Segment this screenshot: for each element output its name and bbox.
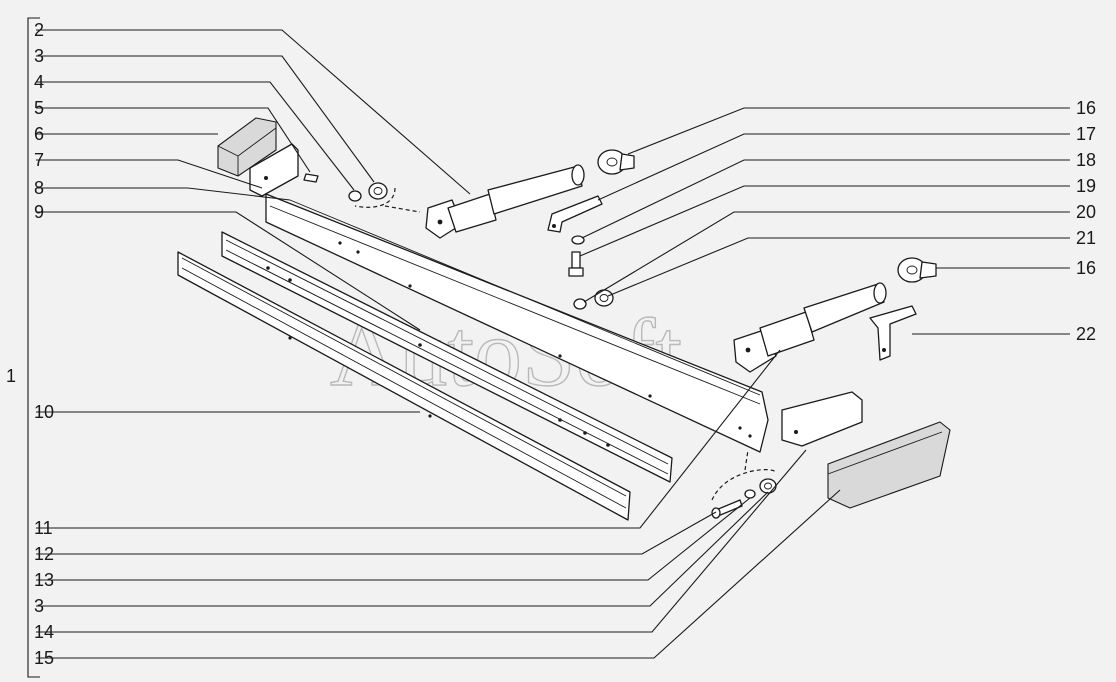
part-nut-21	[594, 289, 614, 307]
callout-left-3: 4	[34, 72, 44, 92]
callout-right-1: 16	[1076, 98, 1096, 118]
callout-right-8: 22	[1076, 324, 1096, 344]
leader-lines	[36, 29, 1070, 659]
part-bracket-17	[547, 195, 603, 233]
callout-left-4: 5	[34, 98, 44, 118]
callout-left-5: 6	[34, 124, 44, 144]
part-washer-13	[744, 489, 756, 499]
part-washer-4	[348, 190, 362, 202]
assembly-arrow-up	[744, 449, 749, 471]
callout-left-8: 9	[34, 202, 44, 222]
assembly-arrow-lower-right	[711, 469, 777, 501]
assembly-arrow-upper-left	[354, 187, 396, 208]
part-bumper-beam	[177, 251, 631, 521]
callout-left-14: 14	[34, 622, 54, 642]
callout-left-13: 3	[34, 596, 44, 616]
callout-left-9: 10	[34, 402, 54, 422]
callouts-right: 16 17 18 19 20 21 16 22	[1076, 98, 1096, 344]
part-bracket-22	[869, 305, 917, 361]
part-nut-14	[759, 478, 777, 494]
callout-right-2: 17	[1076, 124, 1096, 144]
callout-left-1: 2	[34, 20, 44, 40]
callout-right-6: 21	[1076, 228, 1096, 248]
callouts-left: 2 3 4 5 6 7 8 9 10 11 12 13 3 14 15	[34, 20, 54, 668]
part-bolt-12	[711, 499, 743, 519]
part-cap-16-lower	[897, 257, 937, 283]
callout-left-15: 15	[34, 648, 54, 668]
callout-left-12: 13	[34, 570, 54, 590]
part-washer-20	[573, 298, 587, 310]
part-reinforcement	[221, 231, 673, 483]
part-bolt-19	[568, 251, 584, 277]
part-left-end-cap	[217, 117, 277, 177]
part-cap-16-top	[597, 149, 635, 175]
callout-right-7: 16	[1076, 258, 1096, 278]
callout-right-5: 20	[1076, 202, 1096, 222]
callout-left-2: 3	[34, 46, 44, 66]
assembly-arrow-to-shock	[384, 205, 421, 213]
callout-right-3: 18	[1076, 150, 1096, 170]
part-washer-18	[571, 235, 585, 245]
callout-left-7: 8	[34, 178, 44, 198]
part-right-shock-absorber	[733, 282, 887, 373]
part-screw-5	[303, 173, 319, 183]
callout-left-6: 7	[34, 150, 44, 170]
part-main-bar	[265, 193, 769, 453]
callout-right-4: 19	[1076, 176, 1096, 196]
callout-left-11: 12	[34, 544, 54, 564]
assembly-bracket	[27, 17, 40, 678]
part-right-end-bracket	[781, 391, 863, 447]
callout-left-10: 11	[34, 518, 53, 538]
part-right-end-cap	[827, 421, 951, 509]
part-nut-3	[368, 182, 388, 200]
assembly-label: 1	[6, 366, 16, 386]
part-left-shock-absorber	[425, 164, 585, 239]
